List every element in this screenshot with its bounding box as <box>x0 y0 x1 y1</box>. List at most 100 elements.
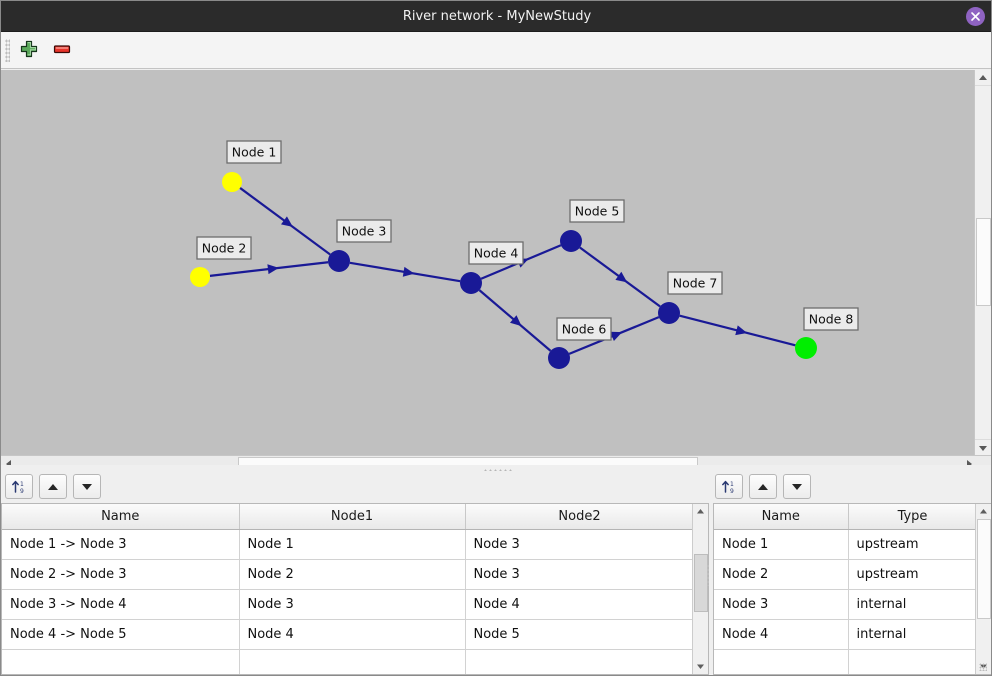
reach-table-row[interactable] <box>2 649 694 674</box>
graph-node-node-1[interactable] <box>222 172 242 192</box>
table-cell[interactable]: Node 3 <box>239 589 465 619</box>
chevron-up-icon <box>975 70 991 86</box>
table-cell[interactable]: Node 3 <box>465 559 694 589</box>
node-table-row[interactable]: Node 2upstream <box>714 559 977 589</box>
nodes-table-container[interactable]: NameType Node 1upstreamNode 2upstreamNod… <box>713 503 992 675</box>
table-cell[interactable] <box>714 649 848 674</box>
graph-vertical-scrollbar[interactable] <box>974 70 991 455</box>
splitter-grip <box>483 468 513 471</box>
graph-node-label-node-3[interactable]: Node 3 <box>337 220 391 242</box>
table-cell[interactable]: internal <box>848 619 977 649</box>
scroll-down-arrow[interactable] <box>693 659 708 674</box>
remove-minus-icon[interactable] <box>51 38 77 63</box>
reaches-table-container[interactable]: NameNode1Node2 Node 1 -> Node 3Node 1Nod… <box>1 503 709 675</box>
reach-table-row[interactable]: Node 1 -> Node 3Node 1Node 3 <box>2 529 694 559</box>
table-cell[interactable]: Node 2 <box>714 559 848 589</box>
table-cell[interactable]: Node 4 <box>714 619 848 649</box>
graph-node-label-node-2[interactable]: Node 2 <box>197 237 251 259</box>
move-up-button[interactable] <box>39 474 67 499</box>
table-cell[interactable] <box>239 649 465 674</box>
network-diagram-canvas[interactable]: Node 1 Node 2 Node 3 Node 4 Node 5 Node 6 Node… <box>1 70 991 455</box>
sort-ascending-glyph: 1 9 <box>720 478 738 496</box>
close-icon[interactable] <box>966 7 985 26</box>
table-cell[interactable]: upstream <box>848 559 977 589</box>
node-table-row[interactable] <box>714 649 977 674</box>
add-plus-glyph <box>18 38 40 60</box>
nodes-vscroll-thumb[interactable] <box>977 519 991 619</box>
graph-node-node-2[interactable] <box>190 267 210 287</box>
graph-node-node-4[interactable] <box>460 272 482 294</box>
table-cell[interactable]: Node 4 -> Node 5 <box>2 619 239 649</box>
table-cell[interactable]: Node 3 <box>714 589 848 619</box>
table-cell[interactable]: Node 2 -> Node 3 <box>2 559 239 589</box>
move-down-button[interactable] <box>783 474 811 499</box>
graph-node-label-node-6[interactable]: Node 6 <box>557 318 611 340</box>
graph-node-label-node-8[interactable]: Node 8 <box>804 308 858 330</box>
node-table-row[interactable]: Node 3internal <box>714 589 977 619</box>
column-header-node1[interactable]: Node1 <box>239 504 465 529</box>
sort-ascending-glyph: 1 9 <box>10 478 28 496</box>
nodes-vertical-scrollbar[interactable] <box>975 504 991 674</box>
svg-text:1: 1 <box>20 481 24 488</box>
graph-node-label-node-5[interactable]: Node 5 <box>570 200 624 222</box>
column-header-type[interactable]: Type <box>848 504 977 529</box>
graph-node-node-5[interactable] <box>560 230 582 252</box>
table-cell[interactable] <box>465 649 694 674</box>
reaches-panel: 1 9 NameNode1Node2 Node 1 -> N <box>1 473 711 676</box>
arrow-down-icon <box>80 481 94 493</box>
svg-text:9: 9 <box>730 488 734 495</box>
graph-node-node-3[interactable] <box>328 250 350 272</box>
nodes-panel: 1 9 NameType Node 1upstreamNod <box>712 473 992 676</box>
graph-vscroll-thumb[interactable] <box>976 218 991 306</box>
close-x-glyph <box>970 11 981 22</box>
sort-ascending-icon[interactable]: 1 9 <box>5 474 33 499</box>
table-cell[interactable]: Node 4 <box>465 589 694 619</box>
move-down-button[interactable] <box>73 474 101 499</box>
label-text: Node 8 <box>809 312 854 327</box>
arrow-up-icon <box>756 481 770 493</box>
table-cell[interactable]: Node 2 <box>239 559 465 589</box>
window-resize-grip[interactable] <box>979 663 987 671</box>
graph-node-node-6[interactable] <box>548 347 570 369</box>
reaches-vertical-scrollbar[interactable] <box>692 504 708 674</box>
table-cell[interactable]: Node 1 -> Node 3 <box>2 529 239 559</box>
node-table-row[interactable]: Node 1upstream <box>714 529 977 559</box>
scroll-up-arrow[interactable] <box>976 504 991 519</box>
column-header-name[interactable]: Name <box>714 504 848 529</box>
table-cell[interactable]: Node 5 <box>465 619 694 649</box>
remove-minus-glyph <box>51 38 73 60</box>
move-up-button[interactable] <box>749 474 777 499</box>
table-cell[interactable]: Node 3 -> Node 4 <box>2 589 239 619</box>
graph-node-node-8[interactable] <box>795 337 817 359</box>
column-header-node2[interactable]: Node2 <box>465 504 694 529</box>
graph-node-label-node-1[interactable]: Node 1 <box>227 141 281 163</box>
title-bar: River network - MyNewStudy <box>1 1 992 32</box>
table-cell[interactable] <box>848 649 977 674</box>
chevron-up-icon <box>976 504 991 519</box>
column-header-name[interactable]: Name <box>2 504 239 529</box>
table-cell[interactable]: Node 4 <box>239 619 465 649</box>
reach-table-row[interactable]: Node 3 -> Node 4Node 3Node 4 <box>2 589 694 619</box>
graph-node-node-7[interactable] <box>658 302 680 324</box>
table-cell[interactable]: Node 1 <box>239 529 465 559</box>
scroll-up-arrow[interactable] <box>975 70 991 86</box>
node-table-row[interactable]: Node 4internal <box>714 619 977 649</box>
edge-arrowhead <box>267 263 279 274</box>
reach-table-row[interactable]: Node 4 -> Node 5Node 4Node 5 <box>2 619 694 649</box>
arrow-up-icon <box>46 481 60 493</box>
scroll-down-arrow[interactable] <box>975 439 991 455</box>
graph-node-label-node-7[interactable]: Node 7 <box>668 272 722 294</box>
vertical-splitter-grip[interactable] <box>706 564 710 586</box>
reach-table-row[interactable]: Node 2 -> Node 3Node 2Node 3 <box>2 559 694 589</box>
table-cell[interactable]: Node 3 <box>465 529 694 559</box>
table-cell[interactable]: upstream <box>848 529 977 559</box>
toolbar-grip[interactable] <box>5 39 10 62</box>
table-cell[interactable]: Node 1 <box>714 529 848 559</box>
table-cell[interactable] <box>2 649 239 674</box>
add-plus-icon[interactable] <box>18 38 44 63</box>
graph-node-label-node-4[interactable]: Node 4 <box>469 242 523 264</box>
sort-ascending-icon[interactable]: 1 9 <box>715 474 743 499</box>
scroll-up-arrow[interactable] <box>693 504 708 519</box>
table-cell[interactable]: internal <box>848 589 977 619</box>
